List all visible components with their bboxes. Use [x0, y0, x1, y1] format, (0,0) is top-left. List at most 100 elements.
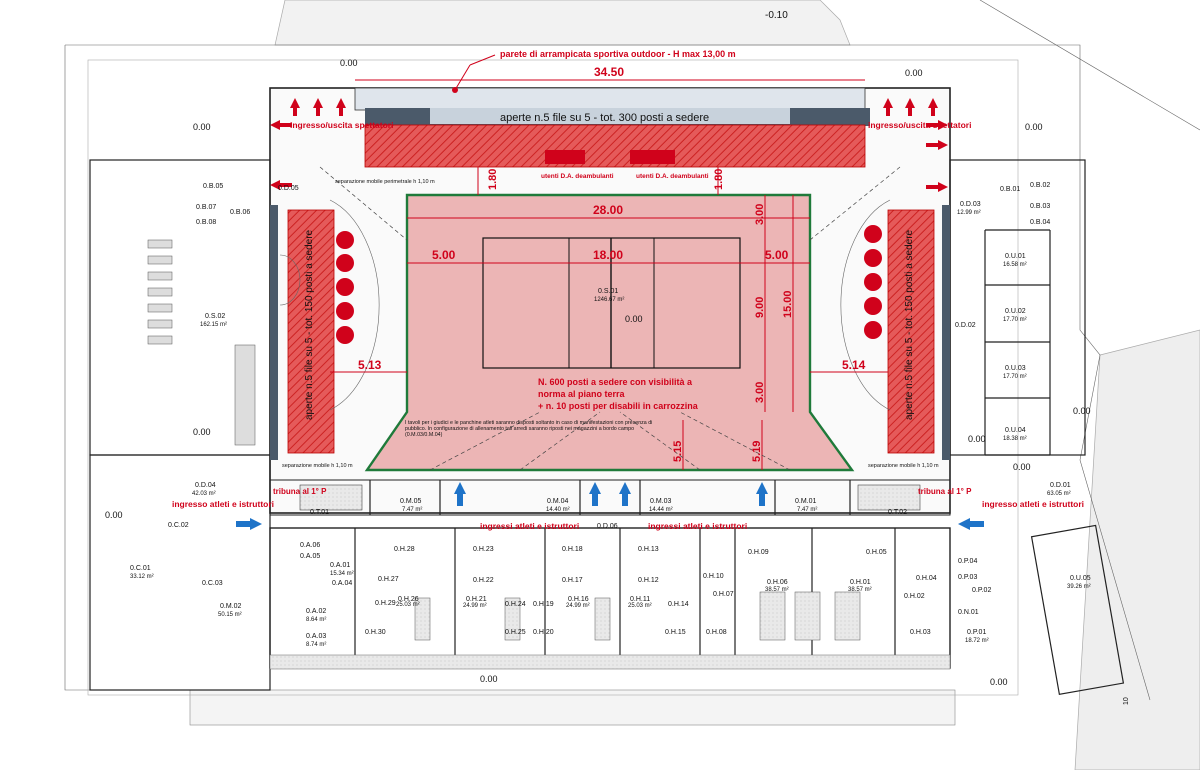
entry-spectators-left: ingresso/uscita spettatori — [290, 120, 393, 130]
room-oh16-code: 0.H.16 — [568, 596, 589, 603]
room-oh06-code: 0.H.06 — [767, 579, 788, 586]
room-om05-area: 7.47 m² — [402, 507, 422, 513]
room-op01-area: 18.72 m² — [965, 638, 989, 644]
level-f: 0.00 — [193, 427, 211, 437]
capacity-line3: + n. 10 posti per disabili in carrozzina — [538, 401, 699, 411]
athletes-entries-cr: ingressi atleti e istruttori — [648, 521, 747, 531]
room-ou03-code: 0.U.03 — [1005, 365, 1026, 372]
dim-margin-left: 5.00 — [432, 248, 456, 262]
room-om03-area: 14.44 m² — [649, 507, 673, 513]
room-ou02-area: 17.70 m² — [1003, 317, 1027, 323]
spectator-arrows — [270, 98, 948, 192]
room-oh08: 0.H.08 — [706, 629, 727, 636]
tribune-left: tribuna al 1° P — [273, 487, 327, 496]
level-g: 0.00 — [968, 434, 986, 444]
room-oh01-code: 0.H.01 — [850, 579, 871, 586]
north-mark: 10 — [1123, 697, 1130, 705]
dim-side-left: 5.13 — [358, 358, 382, 372]
athletes-entry-left: ingresso atleti e istruttori — [172, 499, 274, 509]
offices-right — [984, 229, 1125, 696]
room-od01-code: 0.D.01 — [1050, 482, 1071, 489]
room-ou04-area: 18.38 m² — [1003, 436, 1027, 442]
room-oh30: 0.H.30 — [365, 629, 386, 636]
room-op03: 0.P.03 — [958, 574, 977, 581]
room-oh23: 0.H.23 — [473, 546, 494, 553]
room-oh28: 0.H.28 — [394, 546, 415, 553]
tables-note: I tavoli per i giudici e le panchine atl… — [405, 420, 653, 439]
room-ob05: 0.B.05 — [203, 183, 223, 190]
room-oh26-code: 0.H.26 — [398, 596, 419, 603]
room-ob07: 0.B.07 — [196, 204, 216, 211]
room-op04: 0.P.04 — [958, 558, 977, 565]
disabled-users-left: utenti D.A. deambulanti — [541, 173, 614, 180]
room-oh09: 0.H.09 — [748, 549, 769, 556]
room-oh27: 0.H.27 — [378, 576, 399, 583]
room-ob02: 0.B.02 — [1030, 182, 1050, 189]
room-oh21-area: 24.99 m² — [463, 603, 487, 609]
entry-spectators-right: ingresso/uscita spettatori — [868, 120, 971, 130]
room-oa02-area: 8.64 m² — [306, 617, 326, 623]
level-i: 0.00 — [105, 510, 123, 520]
room-oh06-area: 38.57 m² — [765, 587, 789, 593]
room-oh16-area: 24.99 m² — [566, 603, 590, 609]
room-oh14: 0.H.14 — [668, 601, 689, 608]
room-om03-code: 0.M.03 — [650, 498, 672, 505]
right-stand-label: aperte n.5 file su 5 - tot. 150 posti a … — [904, 229, 915, 420]
playing-field — [279, 193, 891, 472]
room-om01-area: 7.47 m² — [797, 507, 817, 513]
room-ou02-code: 0.U.02 — [1005, 308, 1026, 315]
left-strip — [270, 205, 278, 460]
left-seating — [287, 209, 335, 454]
room-oh02: 0.H.02 — [904, 593, 925, 600]
room-gym-area: 162.15 m² — [200, 322, 227, 328]
room-om05-code: 0.M.05 — [400, 498, 422, 505]
level-outside: -0.10 — [765, 10, 788, 21]
room-ou01-area: 16.58 m² — [1003, 262, 1027, 268]
gym-equipment — [147, 239, 256, 446]
room-oh17: 0.H.17 — [562, 577, 583, 584]
room-ou04-code: 0.U.04 — [1005, 427, 1026, 434]
level-l: 0.00 — [1013, 462, 1031, 472]
room-gym-code: 0.S.02 — [205, 313, 225, 320]
room-od03-code: 0.D.03 — [960, 201, 981, 208]
room-oa05: 0.A.05 — [300, 553, 320, 560]
room-oh26-area: 25.03 m² — [396, 602, 420, 608]
room-op01-code: 0.P.01 — [967, 629, 986, 636]
room-od04-area: 42.03 m² — [192, 491, 216, 497]
level-b: 0.00 — [905, 68, 923, 78]
room-ou05-code: 0.U.05 — [1070, 575, 1091, 582]
room-oa03-area: 8.74 m² — [306, 642, 326, 648]
room-oh13: 0.H.13 — [638, 546, 659, 553]
room-oa03-code: 0.A.03 — [306, 633, 326, 640]
dim-field-top: 3.00 — [754, 204, 766, 225]
room-ob03: 0.B.03 — [1030, 203, 1050, 210]
room-oh07: 0.H.07 — [713, 591, 734, 598]
level-a: 0.00 — [340, 58, 358, 68]
room-main-code: 0.S.01 — [598, 288, 618, 295]
athletes-entry-right: ingresso atleti e istruttori — [982, 499, 1084, 509]
room-oc02: 0.C.02 — [168, 522, 189, 529]
top-stand-label: aperte n.5 file su 5 - tot. 300 posti a … — [500, 112, 709, 124]
dim-field-bot: 3.00 — [754, 382, 766, 403]
room-od05: 0.D.05 — [278, 185, 299, 192]
room-ot02: 0.T.02 — [888, 509, 907, 516]
room-ot01: 0.T.01 — [310, 509, 329, 516]
room-oc03: 0.C.03 — [202, 580, 223, 587]
room-oh22: 0.H.22 — [473, 577, 494, 584]
room-ob01: 0.B.01 — [1000, 186, 1020, 193]
climbing-wall-note: parete di arrampicata sportiva outdoor -… — [500, 49, 736, 59]
top-seating — [354, 87, 870, 168]
sight-lines — [319, 166, 901, 471]
room-od02: 0.D.02 — [955, 322, 976, 329]
dimension-lines — [330, 54, 888, 470]
room-oh25: 0.H.25 — [505, 629, 526, 636]
room-od06: 0.D.06 — [597, 523, 618, 530]
room-ou03-area: 17.70 m² — [1003, 374, 1027, 380]
level-h: 0.00 — [1073, 406, 1091, 416]
mobile-sep-left: separazione mobile h 1,10 m — [282, 463, 353, 469]
room-oa04: 0.A.04 — [332, 580, 352, 587]
changing-rooms — [269, 528, 951, 670]
capacity-line1: N. 600 posti a sedere con visibilità a — [538, 377, 693, 387]
mobile-sep-top: separazione mobile perimetrale h 1,10 m — [335, 179, 435, 185]
room-om02-area: 50.15 m² — [218, 612, 242, 618]
